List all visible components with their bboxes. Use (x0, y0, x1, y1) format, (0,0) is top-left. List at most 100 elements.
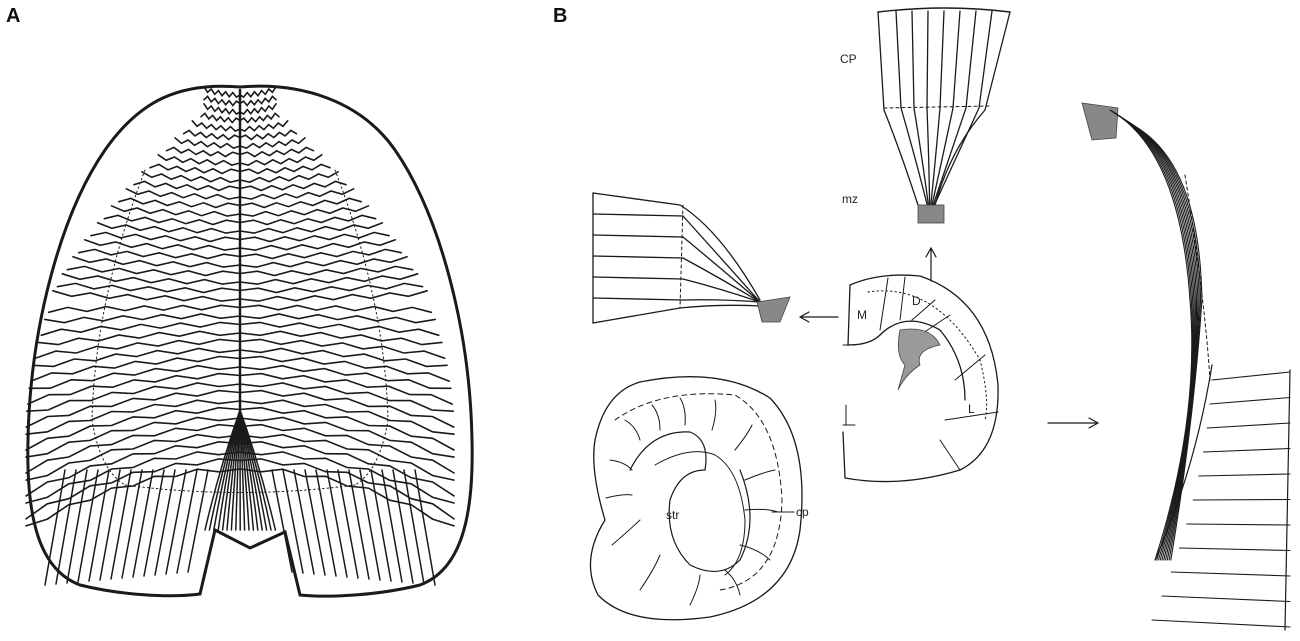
a-fiber (239, 382, 454, 412)
label-cp-lower: cp (796, 505, 809, 519)
b-right-ladder-ray (1170, 571, 1291, 577)
b-top-stipple-stalk (917, 204, 945, 224)
a-lower-fiber (282, 469, 304, 574)
b-right-bundle-fiber (1113, 112, 1194, 561)
a-lower-fiber (315, 469, 337, 577)
b-bottom-fiber (689, 574, 701, 606)
b-bottom-horizontal-section (589, 376, 803, 621)
b-right-ladder-ray (1211, 371, 1291, 381)
b-left-fan (592, 192, 839, 324)
a-fiber (77, 248, 241, 260)
b-top-dashed-boundary (883, 105, 991, 109)
a-lower-fiber (326, 469, 348, 578)
b-left-stipple-patch (756, 296, 791, 323)
b-left-arrow (798, 311, 839, 323)
b-bottom-outer-outline (589, 376, 803, 621)
b-top-fan-cp-mz (877, 7, 1011, 282)
a-fiber (239, 239, 397, 251)
b-center-region-lines (879, 276, 986, 381)
a-fiber (239, 282, 424, 294)
a-fiber (239, 321, 440, 337)
a-posterior-fan-fibers (44, 409, 436, 586)
a-fiber (239, 372, 453, 405)
a-fiber (27, 372, 241, 405)
a-lower-fiber (392, 469, 414, 584)
b-left-ray (592, 297, 761, 303)
a-fiber (103, 214, 241, 226)
a-dotted-border-left (91, 169, 146, 486)
a-dotted-borders (91, 169, 389, 493)
a-fiber (239, 197, 362, 209)
a-fiber (239, 451, 455, 504)
a-lower-fiber (176, 469, 198, 574)
a-fiber (239, 265, 414, 277)
b-right-bundle-fiber (1120, 116, 1198, 561)
a-fiber (239, 355, 450, 382)
b-right-ladder-ray (1151, 619, 1291, 628)
b-bottom-fiber (724, 569, 741, 596)
a-fiber (239, 406, 455, 451)
a-lower-fiber (55, 469, 77, 585)
a-lower-fiber (121, 469, 143, 579)
a-fiber (25, 399, 241, 435)
a-lower-fiber (337, 469, 359, 579)
a-fiber (239, 416, 455, 458)
b-center-lower-segment (939, 411, 999, 471)
a-dotted-border-bottom (124, 484, 356, 493)
b-bottom-fiber (679, 397, 686, 426)
b-bottom-fiber (651, 404, 661, 431)
a-fiber (30, 355, 241, 382)
a-fiber (182, 129, 241, 141)
a-fiber (118, 197, 241, 209)
a-fiber (52, 290, 241, 302)
b-right-ladder-ray (1186, 523, 1291, 526)
label-mz: mz (842, 192, 858, 206)
a-lower-fiber (403, 469, 425, 585)
b-bottom-fiber (744, 508, 779, 513)
b-bottom-inner-boundary (654, 451, 746, 576)
b-left-ray (592, 276, 761, 303)
a-fiber (239, 146, 315, 158)
b-top-ray (933, 10, 993, 206)
a-fiber (239, 231, 390, 243)
a-fiber (61, 273, 241, 285)
b-right-bundle-fiber (1109, 109, 1193, 561)
b-top-ray (911, 10, 930, 206)
b-bottom-fiber (624, 419, 641, 441)
b-top-ray (926, 10, 931, 206)
a-fiber (239, 273, 419, 285)
a-lower-fiber (110, 469, 132, 580)
a-fiber (239, 364, 452, 390)
panel-a-letter: A (6, 5, 21, 27)
a-fiber (32, 347, 241, 368)
a-fiber (239, 103, 277, 116)
a-fiber (125, 188, 241, 200)
b-top-right-edge (934, 11, 1011, 206)
a-fiber (239, 154, 323, 166)
a-fiber (239, 440, 455, 497)
a-fiber (239, 304, 433, 314)
panel-a-dorsal-view-drawing (25, 84, 474, 598)
a-fan-fiber (239, 409, 277, 531)
b-top-left-edge (877, 11, 919, 206)
b-left-radial-rays (592, 213, 761, 303)
b-right-ladder-ray (1202, 447, 1291, 453)
b-right-ladder-ray (1178, 547, 1291, 552)
b-left-dashed-boundary (679, 204, 684, 309)
b-right-ladder-ray (1192, 498, 1291, 501)
label-str: str (666, 508, 680, 522)
a-fiber (239, 468, 455, 527)
a-fiber (25, 440, 241, 497)
b-top-outer-arc (877, 7, 1011, 13)
b-center-inner-outline (847, 284, 966, 401)
b-bottom-fiber (611, 519, 641, 546)
a-fiber (66, 265, 241, 277)
b-right-bundle-fiber (1116, 113, 1195, 561)
a-fiber (239, 458, 455, 520)
a-lower-fiber (187, 469, 209, 573)
a-fiber (96, 222, 241, 234)
a-fiber (90, 231, 241, 243)
a-fiber (110, 205, 241, 217)
b-right-bundle-fiber (1127, 121, 1202, 561)
b-right-bundle-fiber (1124, 119, 1200, 561)
